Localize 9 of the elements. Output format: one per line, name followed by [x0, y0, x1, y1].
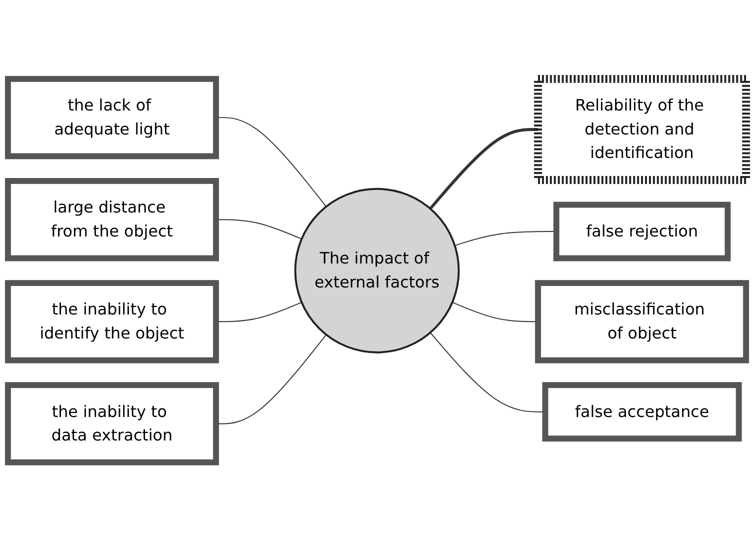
node-box: Reliability of the detection and identification	[534, 74, 750, 184]
node-box: the inability to identify the object	[4, 280, 219, 364]
node-box: misclassification of object	[535, 280, 750, 364]
node-circle: The impact of external factors	[294, 188, 460, 354]
node-box: the lack of adequate light	[4, 76, 219, 160]
node-box: large distance from the object	[4, 178, 219, 262]
node-box: the inability to data extraction	[4, 382, 219, 466]
node-box: false acceptance	[542, 382, 742, 442]
node-box: false rejection	[553, 202, 731, 262]
